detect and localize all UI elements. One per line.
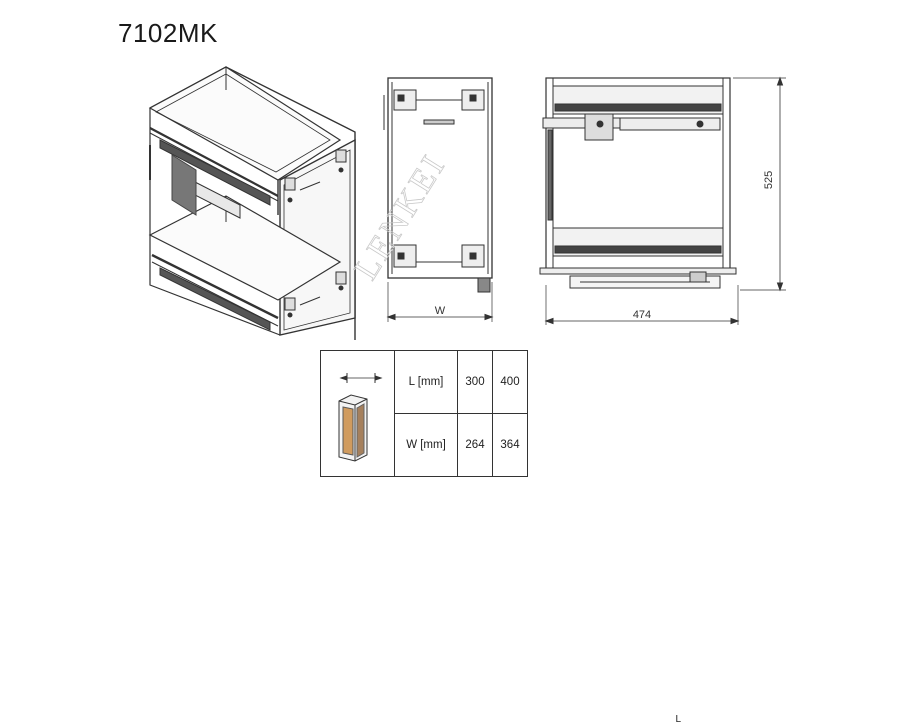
cabinet-icon xyxy=(338,373,383,462)
depth-dimension-label: 474 xyxy=(633,309,651,321)
value-l-300: 300 xyxy=(457,350,493,414)
value-l-400: 400 xyxy=(492,350,528,414)
front-view xyxy=(383,77,494,322)
width-dimension-label: W xyxy=(435,305,446,317)
value-w-364: 364 xyxy=(492,413,528,477)
height-dimension-label: 525 xyxy=(763,171,775,189)
row-label-w: W [mm] xyxy=(394,413,458,477)
product-title: 7102MK xyxy=(118,18,218,48)
value-w-264: 264 xyxy=(457,413,493,477)
spec-table: L L [mm] 300 400 W [mm] 264 364 xyxy=(320,350,681,725)
row-label-l: L [mm] xyxy=(394,350,458,414)
side-view xyxy=(539,76,786,325)
cabinet-icon-cell: L xyxy=(320,350,681,725)
isometric-view xyxy=(148,66,356,340)
technical-drawing: W 474 525 LENKE xyxy=(148,66,786,340)
icon-label-l: L xyxy=(675,713,682,725)
